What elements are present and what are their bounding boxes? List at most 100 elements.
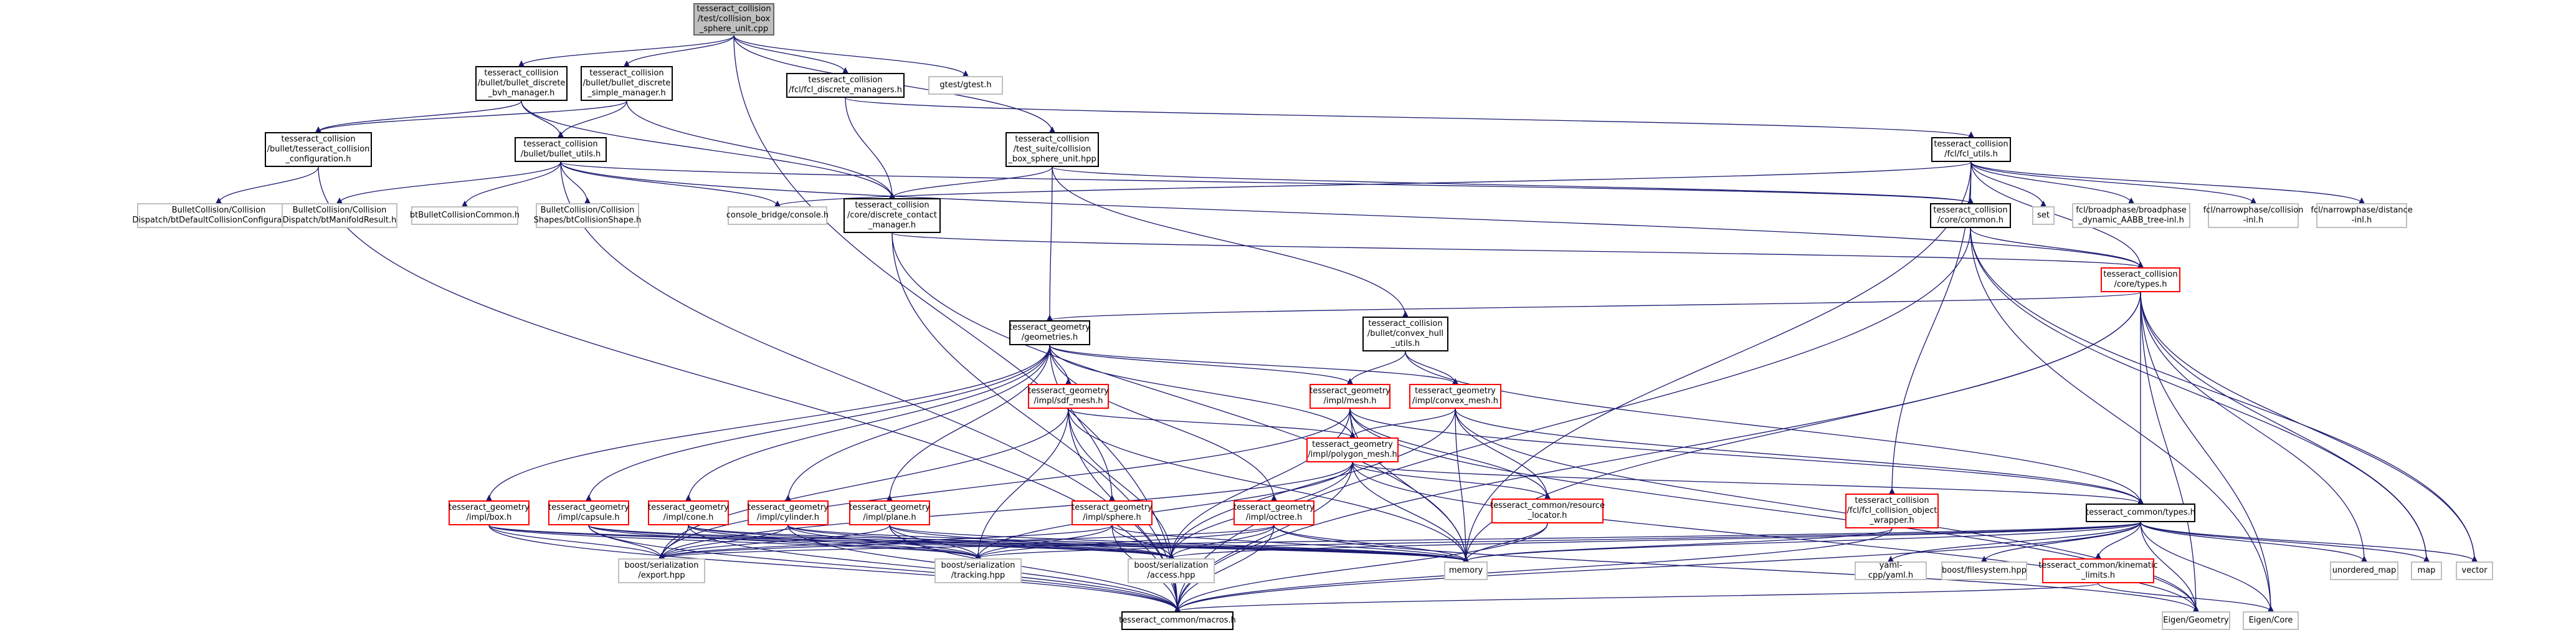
fcl-utils-node[interactable]: tesseract_collision /fcl/fcl_utils.h [1931,137,2011,162]
include-edge-sphere-tracking [975,525,1113,559]
include-edge-sdf_mesh-export [658,408,1069,559]
eigen-core-node[interactable]: Eigen/Core [2243,611,2299,630]
set-node[interactable]: set [2032,206,2055,225]
eigen-geometry-node[interactable]: Eigen/Geometry [2162,611,2230,630]
map-node[interactable]: map [2411,561,2442,580]
bt-collision-shape-node[interactable]: BulletCollision/Collision Shapes/btColli… [534,203,641,228]
boost-filesystem-node[interactable]: boost/filesystem.hpp [1941,561,2027,580]
include-edge-geometries-plane [886,345,1050,501]
include-edge-types-unordered_map [2140,292,2367,562]
fcl-discrete-managers-node[interactable]: tesseract_collision /fcl/fcl_discrete_ma… [786,73,905,98]
boost-access-node[interactable]: boost/serialization /access.hpp [1128,558,1215,583]
include-edge-common_types-yaml [1888,522,2141,562]
include-edge-common_types-vector [2140,522,2478,562]
include-edge-geometries-octree [1049,345,1277,501]
include-edge-convex_mesh-common_types [1455,408,2144,504]
include-edge-cone-tracking [688,525,981,559]
polygon-mesh-node[interactable]: tesseract_geometry /impl/polygon_mesh.h [1306,437,1399,462]
include-edge-fcl_obj-macros [1174,528,1893,612]
include-edge-types-geometries [1047,292,2141,321]
include-edge-fcl_utils-console [774,161,1972,207]
include-edge-polygon_mesh-common_types [1352,462,2144,504]
resource-locator-node[interactable]: tesseract_common/resource _locator.h [1490,499,1605,523]
boost-export-node[interactable]: boost/serialization /export.hpp [618,558,705,583]
cylinder-node[interactable]: tesseract_geometry /impl/cylinder.h [748,500,829,525]
include-edge-types-vector [2140,292,2478,562]
include-edge-plane-macros [889,525,1181,612]
kinematic-limits-node[interactable]: tesseract_common/kinematic _limits.h [2038,558,2158,583]
bt-bullet-collision-common-node[interactable]: btBulletCollisionCommon.h [410,206,520,225]
include-edge-cylinder-memory [787,525,1469,562]
include-edge-resource_locator-memory [1463,523,1548,562]
narrowphase-collision-node[interactable]: fcl/narrowphase/collision -inl.h [2203,203,2303,228]
include-edge-capsule-tracking [588,525,981,559]
capsule-node[interactable]: tesseract_geometry /impl/capsule.h [548,500,629,525]
include-edge-plane-access [889,525,1174,559]
include-edge-config-disp_default [216,166,319,204]
bt-manifold-result-node[interactable]: BulletCollision/Collision Dispatch/btMan… [282,203,397,228]
include-edge-sdf_mesh-polygon_mesh [1068,408,1356,438]
include-edge-sdf_mesh-access [1068,408,1174,559]
include-edge-test_suite-geometries [1047,166,1053,321]
include-edge-test_suite-core_common [1052,166,1974,204]
include-edge-root-gtest [733,35,969,77]
broadphase-node[interactable]: fcl/broadphase/broadphase _dynamic_AABB_… [2072,203,2190,228]
macros-node[interactable]: tesseract_common/macros.h [1119,611,1236,630]
include-edge-capsule-macros [588,525,1181,612]
include-edge-fcl_utils-memory [1463,161,1972,562]
include-edge-geometries-cylinder [785,345,1050,501]
include-edge-bullet_utils-disp_manifold [336,161,561,204]
bt-default-config-node[interactable]: BulletCollision/Collision Dispatch/btDef… [132,203,305,228]
fcl-collision-object-wrapper-node[interactable]: tesseract_collision /fcl/fcl_collision_o… [1845,494,1939,528]
core-types-node[interactable]: tesseract_collision /core/types.h [2101,267,2180,292]
convex-hull-utils-node[interactable]: tesseract_collision /bullet/convex_hull … [1362,317,1448,351]
include-edge-common_types-access [1168,522,2141,559]
convex-mesh-node[interactable]: tesseract_geometry /impl/convex_mesh.h [1409,384,1501,409]
include-edge-fcl_utils-broadphase [1970,161,2134,204]
bullet-utils-node[interactable]: tesseract_collision /bullet/bullet_utils… [515,137,607,162]
geometries-node[interactable]: tesseract_geometry /geometries.h [1009,320,1090,345]
core-common-node[interactable]: tesseract_collision /core/common.h [1930,203,2011,228]
include-edge-simple-bullet_utils [558,100,627,138]
include-edge-polygon_mesh-resource_locator [1352,462,1551,499]
include-edge-polygon_mesh-macros [1174,462,1353,612]
include-edge-polygon_mesh-export [658,462,1353,559]
simple-manager-node[interactable]: tesseract_collision /bullet/bullet_discr… [581,66,673,101]
octree-node[interactable]: tesseract_geometry /impl/octree.h [1233,500,1314,525]
include-edge-common_types-memory [1463,522,2141,562]
sdf-mesh-node[interactable]: tesseract_geometry /impl/sdf_mesh.h [1028,384,1109,409]
sphere-node[interactable]: tesseract_geometry /impl/sphere.h [1072,500,1153,525]
include-edge-geometries-cone [685,345,1050,501]
box-node[interactable]: tesseract_geometry /impl/box.h [449,500,530,525]
include-edge-plane-export [658,525,890,559]
yaml-cpp-node[interactable]: yaml-cpp/yaml.h [1855,561,1927,580]
test-suite-node[interactable]: tesseract_collision /test_suite/collisio… [1005,132,1099,167]
plane-node[interactable]: tesseract_geometry /impl/plane.h [849,500,930,525]
include-edge-geometries-capsule [586,345,1050,501]
bvh-manager-node[interactable]: tesseract_collision /bullet/bullet_discr… [475,66,568,101]
discrete-contact-manager-node[interactable]: tesseract_collision /core/discrete_conta… [844,198,941,233]
include-edge-kinematic-eigen_core [2098,583,2274,612]
include-edge-mesh-export [658,408,1351,559]
gtest-node[interactable]: gtest/gtest.h [928,76,1003,95]
include-edge-common_types-tracking [975,522,2141,559]
boost-tracking-node[interactable]: boost/serialization /tracking.hpp [934,558,1022,583]
common-types-node[interactable]: tesseract_common/types.h [2086,504,2195,522]
cone-node[interactable]: tesseract_geometry /impl/cone.h [648,500,729,525]
include-edge-box-export [488,525,665,559]
include-edge-test_suite-discrete [889,166,1053,199]
include-edge-fcl_utils-types [1970,161,2144,268]
collision-configuration-node[interactable]: tesseract_collision /bullet/tesseract_co… [265,132,372,167]
include-edge-plane-tracking [889,525,981,559]
include-edge-common_types-map [2140,522,2430,562]
mesh-node[interactable]: tesseract_geometry /impl/mesh.h [1309,384,1390,409]
include-edge-core_common-types [1970,227,2144,268]
narrowphase-distance-node[interactable]: fcl/narrowphase/distance -inl.h [2311,203,2413,228]
root-file-node[interactable]: tesseract_collision /test/collision_box … [693,3,774,36]
memory-node[interactable]: memory [1444,561,1488,580]
console-bridge-node[interactable]: console_bridge/console.h [726,206,829,225]
vector-node[interactable]: vector [2456,561,2493,580]
unordered-map-node[interactable]: unordered_map [2330,561,2398,580]
include-edge-kinematic-macros [1174,583,2099,612]
